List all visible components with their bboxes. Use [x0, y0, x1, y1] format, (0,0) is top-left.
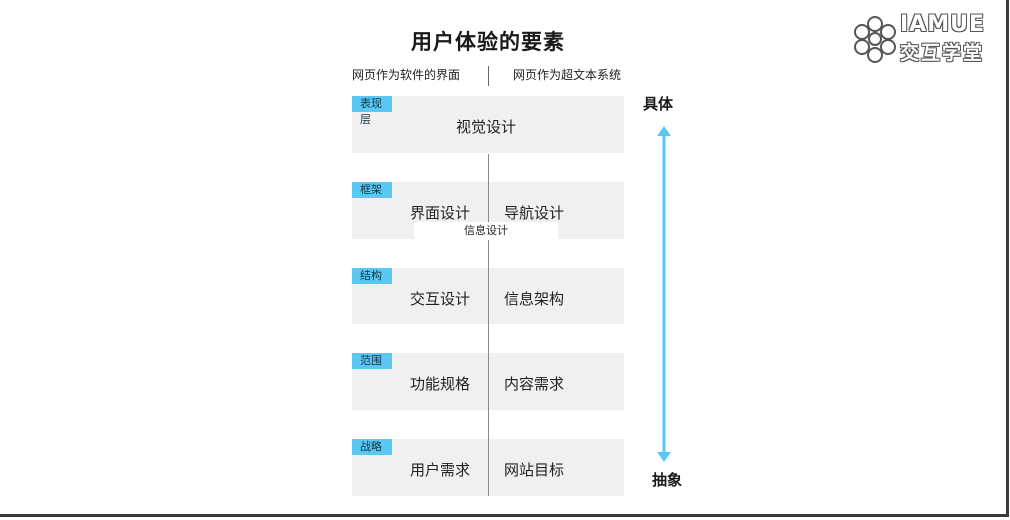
- column-divider-line: [488, 154, 489, 496]
- logo-wordmark: IAMUE: [900, 12, 985, 37]
- concrete-abstract-arrow: [657, 126, 671, 462]
- plane-right-label: 网站目标: [504, 461, 565, 479]
- plane-left-label: 交互设计: [410, 290, 471, 308]
- flower-logo-icon: [854, 16, 896, 63]
- iamue-logo: IAMUE 交互学堂: [852, 12, 1002, 66]
- plane-tag: 表现层: [352, 96, 392, 126]
- plane-tag: 结构: [352, 268, 392, 284]
- heading-divider: [488, 66, 489, 86]
- plane-left-label: 功能规格: [410, 375, 471, 393]
- plane-surface: 表现层 视觉设计: [352, 96, 624, 153]
- plane-left-label: 界面设计: [410, 204, 471, 222]
- left-column-heading: 网页作为软件的界面: [352, 68, 461, 82]
- info-design-band: 信息设计: [414, 222, 558, 240]
- plane-tag: 范围: [352, 353, 392, 369]
- plane-right-label: 导航设计: [504, 204, 565, 222]
- plane-right-label: 内容需求: [504, 375, 565, 393]
- plane-tag: 战略: [352, 439, 392, 455]
- diagram-title: 用户体验的要素: [411, 30, 565, 54]
- axis-bottom-label: 抽象: [652, 471, 683, 489]
- right-column-heading: 网页作为超文本系统: [513, 68, 622, 82]
- plane-right-label: 信息架构: [504, 290, 565, 308]
- plane-left-label: 用户需求: [410, 461, 471, 479]
- axis-top-label: 具体: [643, 95, 674, 113]
- plane-tag: 框架: [352, 182, 392, 198]
- info-design-label: 信息设计: [464, 224, 508, 237]
- logo-subtitle: 交互学堂: [900, 42, 985, 64]
- plane-center-label: 视觉设计: [456, 118, 517, 136]
